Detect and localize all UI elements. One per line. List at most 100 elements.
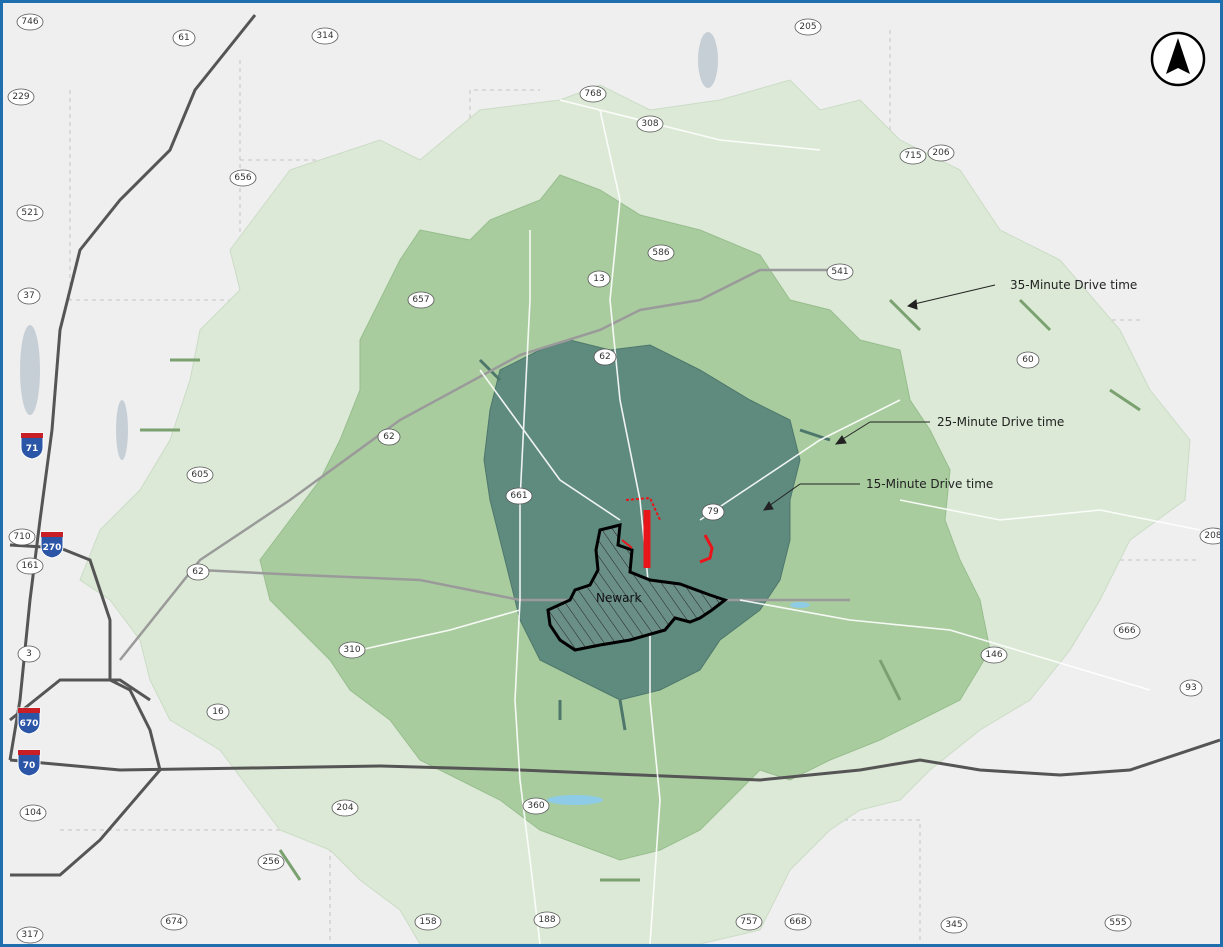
north-arrow-icon xyxy=(1150,31,1206,87)
route-shield: 657 xyxy=(407,291,435,309)
route-shield-label: 555 xyxy=(1109,918,1126,928)
route-shield-label: 656 xyxy=(234,173,251,183)
route-shield: 345 xyxy=(940,916,968,934)
state-routes xyxy=(359,99,1201,944)
route-shield-label: 521 xyxy=(21,208,38,218)
route-shield-label: 308 xyxy=(641,119,658,129)
route-shield-label: 310 xyxy=(343,645,360,655)
route-shield-label: 161 xyxy=(21,561,38,571)
route-shield-label: 668 xyxy=(789,917,806,927)
route-shield-label: 104 xyxy=(24,808,41,818)
route-shield: 61 xyxy=(172,29,196,47)
route-shield-label: 188 xyxy=(538,915,555,925)
highlight-features xyxy=(621,496,714,568)
interstate-shield: 670 xyxy=(17,707,41,735)
route-shield-label: 661 xyxy=(510,491,527,501)
drive-time-spikes xyxy=(140,298,1141,882)
route-shield: 16 xyxy=(206,703,230,721)
interstate-shield: 270 xyxy=(40,531,64,559)
drive-time-35-label: 35-Minute Drive time xyxy=(1010,278,1137,292)
route-shield: 656 xyxy=(229,169,257,187)
route-shield-label: 314 xyxy=(316,31,333,41)
route-shield: 13 xyxy=(587,270,611,288)
newark-city-boundary xyxy=(546,523,729,652)
route-shield-label: 768 xyxy=(584,89,601,99)
route-shield-label: 605 xyxy=(191,470,208,480)
route-shield: 206 xyxy=(927,144,955,162)
drive-time-15-label: 15-Minute Drive time xyxy=(866,477,993,491)
route-shield-label: 3 xyxy=(26,649,32,659)
route-shield-label: 710 xyxy=(13,532,30,542)
interstate-roads xyxy=(8,14,1220,877)
route-shield-label: 205 xyxy=(799,22,816,32)
interstate-shield: 71 xyxy=(20,432,44,460)
water-features xyxy=(547,602,810,805)
route-shield: 317 xyxy=(16,926,44,944)
route-shield-label: 360 xyxy=(527,801,544,811)
route-shield: 661 xyxy=(505,487,533,505)
route-shield-label: 746 xyxy=(21,17,38,27)
route-shield: 146 xyxy=(980,646,1008,664)
route-shield-label: 345 xyxy=(945,920,962,930)
route-shield-label: 62 xyxy=(383,432,394,442)
route-shield: 62 xyxy=(593,348,617,366)
route-shield: 710 xyxy=(8,528,36,546)
route-shield-label: 158 xyxy=(419,917,436,927)
route-shield-label: 62 xyxy=(599,352,610,362)
route-shield-label: 37 xyxy=(23,291,34,301)
route-shield: 62 xyxy=(186,563,210,581)
route-shield: 188 xyxy=(533,911,561,929)
drive-time-leaders xyxy=(763,284,996,511)
interstate-shield-label: 270 xyxy=(43,543,62,553)
route-shield-label: 666 xyxy=(1118,626,1135,636)
interstate-shield: 70 xyxy=(17,749,41,777)
route-shield-label: 16 xyxy=(212,707,224,717)
route-shield-label: 146 xyxy=(985,650,1002,660)
route-shield: 668 xyxy=(784,913,812,931)
route-shield: 37 xyxy=(17,287,41,305)
route-shield: 208 xyxy=(1199,527,1220,545)
route-shield-label: 757 xyxy=(740,917,757,927)
route-shield: 60 xyxy=(1016,351,1040,369)
route-shield: 746 xyxy=(16,13,44,31)
route-shield: 314 xyxy=(311,27,339,45)
us-routes xyxy=(119,268,850,661)
route-shield: 256 xyxy=(257,853,285,871)
drive-time-25-label: 25-Minute Drive time xyxy=(937,415,1064,429)
route-shield-label: 208 xyxy=(1204,531,1220,541)
route-shield: 757 xyxy=(735,913,763,931)
route-shield: 666 xyxy=(1113,622,1141,640)
route-shield: 555 xyxy=(1104,914,1132,932)
route-shield: 674 xyxy=(160,913,188,931)
route-shield-label: 62 xyxy=(192,567,203,577)
route-shield-label: 206 xyxy=(932,148,949,158)
route-shield-label: 13 xyxy=(593,274,604,284)
route-shield-label: 93 xyxy=(1185,683,1196,693)
route-shield-label: 79 xyxy=(707,507,719,517)
interstate-shield-label: 670 xyxy=(20,719,39,729)
route-shield-label: 674 xyxy=(165,917,182,927)
interstate-shield-label: 71 xyxy=(26,444,39,454)
route-shield-label: 256 xyxy=(262,857,279,867)
route-shield: 541 xyxy=(826,263,854,281)
route-shield: 158 xyxy=(414,913,442,931)
route-shield: 308 xyxy=(636,115,664,133)
route-shield-label: 229 xyxy=(12,92,29,102)
route-shield-label: 541 xyxy=(831,267,848,277)
route-shield-label: 657 xyxy=(412,295,429,305)
route-shield: 310 xyxy=(338,641,366,659)
interstate-shield-label: 70 xyxy=(23,761,36,771)
city-label-newark: Newark xyxy=(596,591,641,605)
route-shield-label: 60 xyxy=(1022,355,1034,365)
route-shield: 161 xyxy=(16,557,44,575)
route-shield: 3 xyxy=(17,645,41,663)
route-shield: 521 xyxy=(16,204,44,222)
route-shield-label: 317 xyxy=(21,930,38,940)
route-shield: 229 xyxy=(7,88,35,106)
route-shield: 715 xyxy=(899,147,927,165)
route-shield: 204 xyxy=(331,799,359,817)
route-shield: 93 xyxy=(1179,679,1203,697)
route-shield: 62 xyxy=(377,428,401,446)
